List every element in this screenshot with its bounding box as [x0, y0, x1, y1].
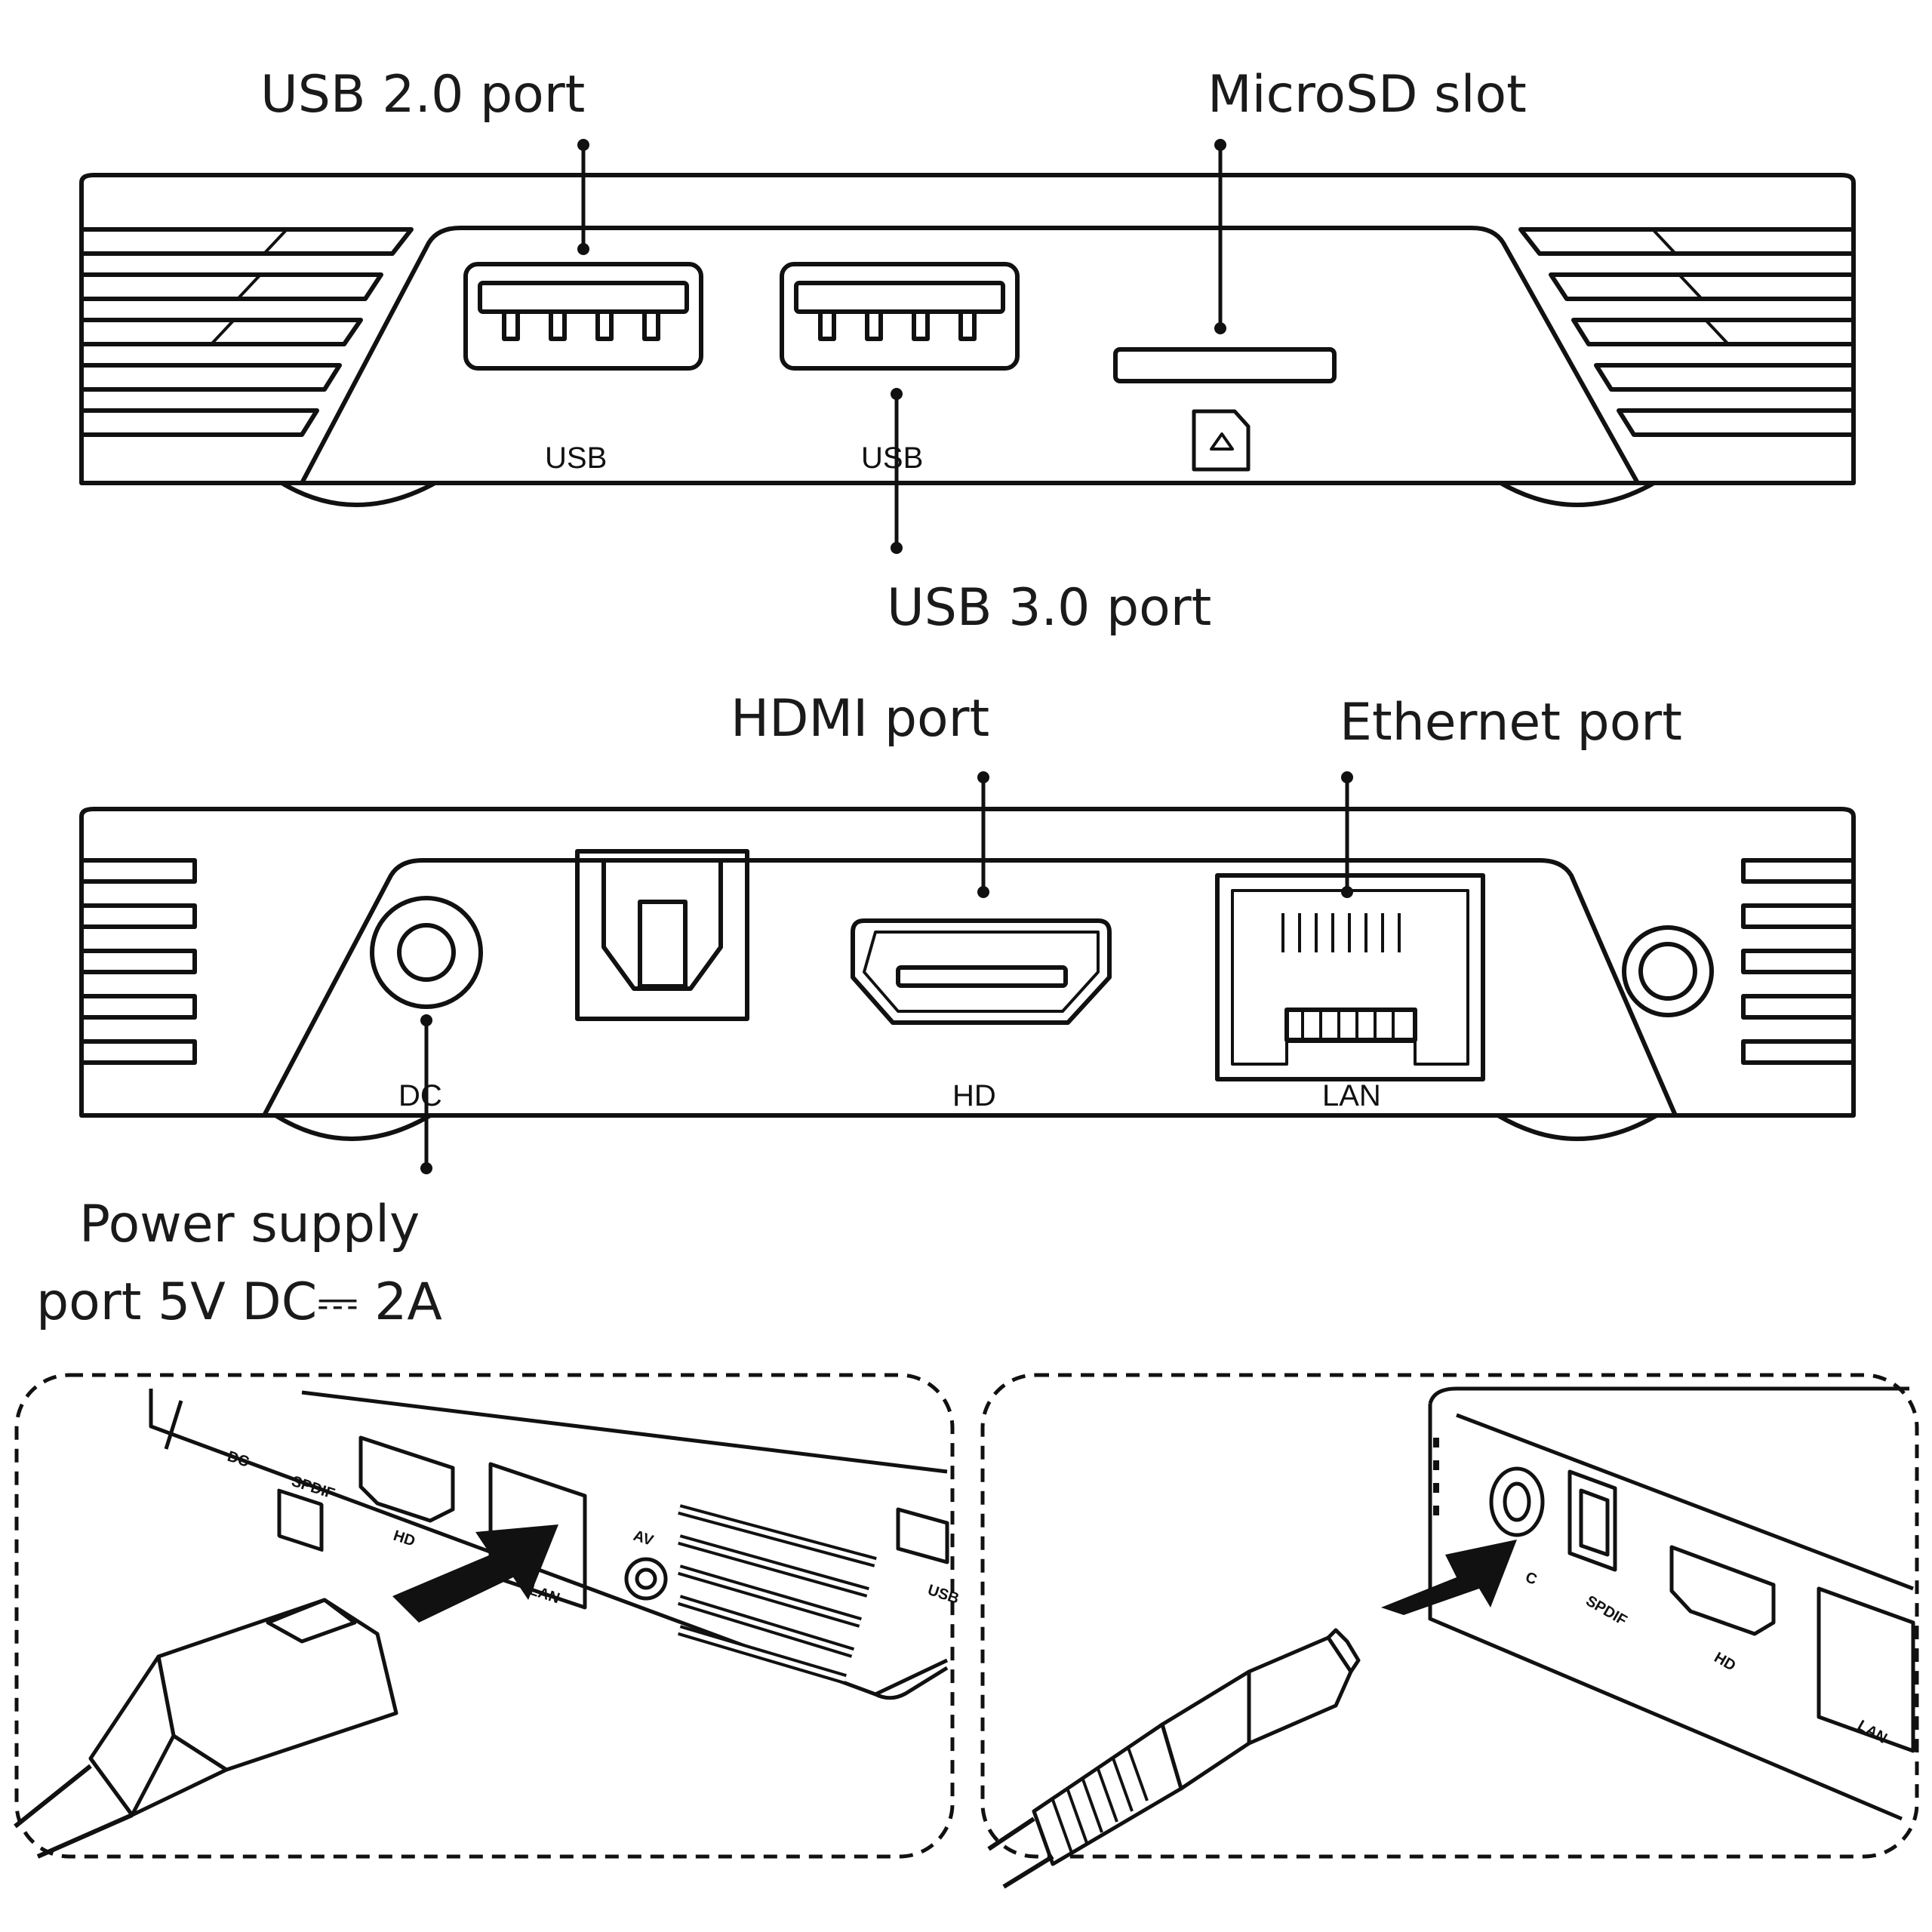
av-jack-outer [1622, 925, 1714, 1017]
front-body-outline [79, 173, 1856, 485]
back-vents-left [82, 858, 197, 1065]
inset1-dc-mark: DC [225, 1448, 251, 1471]
inset1-hdmi [358, 1435, 455, 1523]
inset2-barrel-plug [1247, 1635, 1353, 1746]
back-panel-outline [262, 858, 1678, 1117]
usb-right-panel-mark: USB [861, 441, 923, 475]
inset2-hdmi [1669, 1545, 1776, 1636]
inset-ethernet-frame [14, 1373, 955, 1859]
back-leader-dots [420, 771, 1353, 1174]
inset1-rj45-plug [156, 1598, 398, 1772]
power-callout-label-line2: port 5V DC⎓ 2A [36, 1272, 442, 1332]
inset-ethernet: DC SPDIF HD LAN AV USB [14, 1373, 961, 1859]
usb2-port-drawing [463, 262, 703, 371]
inset2-device-body [1428, 1386, 1914, 1821]
front-leader-dots [577, 139, 1226, 554]
dc-panel-mark: DC [398, 1079, 442, 1112]
inset2-hd-mark: HD [1712, 1649, 1739, 1674]
inset1-av-mark: AV [631, 1527, 655, 1549]
inset2-spdif-mark: SPDIF [1583, 1592, 1630, 1629]
microsd-slot-drawing [1113, 347, 1337, 383]
inset2-lan [1817, 1586, 1915, 1753]
back-view [79, 777, 1856, 1168]
dc-jack-outer [370, 896, 483, 1009]
inset-power-frame [980, 1373, 1919, 1859]
back-foot-right [1497, 1113, 1658, 1141]
inset2-arrow-icon [1381, 1540, 1517, 1615]
lan-panel-mark: LAN [1322, 1079, 1381, 1112]
inset2-spdif [1567, 1469, 1617, 1572]
back-leaders [424, 777, 1349, 1168]
inset1-usb-mark: USB [925, 1582, 961, 1607]
dc-jack-inner [397, 923, 456, 982]
hdmi-port-drawing [851, 918, 1112, 1025]
inset1-av-jack [624, 1557, 668, 1601]
usb3-port-drawing [780, 262, 1020, 371]
front-vents-right [1518, 227, 1854, 437]
av-jack-inner [1638, 942, 1697, 1001]
hdmi-callout-label: HDMI port [731, 689, 989, 749]
usb3-callout-label: USB 3.0 port [887, 578, 1211, 638]
microsd-triangle-icon [1210, 432, 1234, 451]
back-vents-right [1741, 858, 1854, 1065]
front-foot-left [278, 479, 439, 507]
inset-power: C SPDIF HD LAN [980, 1373, 1919, 1889]
ethernet-port-drawing [1215, 873, 1485, 1081]
inset1-arrow-icon [392, 1524, 558, 1623]
front-panel-outline [300, 226, 1640, 485]
power-callout-label-line1: Power supply [79, 1195, 420, 1254]
inset2-dc-jack [1489, 1466, 1545, 1537]
front-leaders [581, 145, 1223, 548]
inset1-lan-mark: LAN [527, 1582, 561, 1607]
usb-left-panel-mark: USB [545, 441, 607, 475]
front-foot-right [1497, 479, 1658, 507]
usb2-callout-label: USB 2.0 port [260, 65, 585, 125]
inset1-hd-mark: HD [391, 1527, 417, 1550]
microsd-callout-label: MicroSD slot [1208, 65, 1527, 125]
back-foot-left [274, 1113, 432, 1141]
front-view [79, 145, 1856, 548]
ethernet-callout-label: Ethernet port [1340, 693, 1682, 752]
inset2-dc-mark: C [1523, 1569, 1539, 1589]
microsd-card-icon [1192, 409, 1251, 472]
spdif-port-drawing [575, 849, 749, 1021]
inset1-spdif [277, 1488, 324, 1552]
front-vents-left [82, 227, 414, 437]
hd-panel-mark: HD [952, 1079, 996, 1112]
